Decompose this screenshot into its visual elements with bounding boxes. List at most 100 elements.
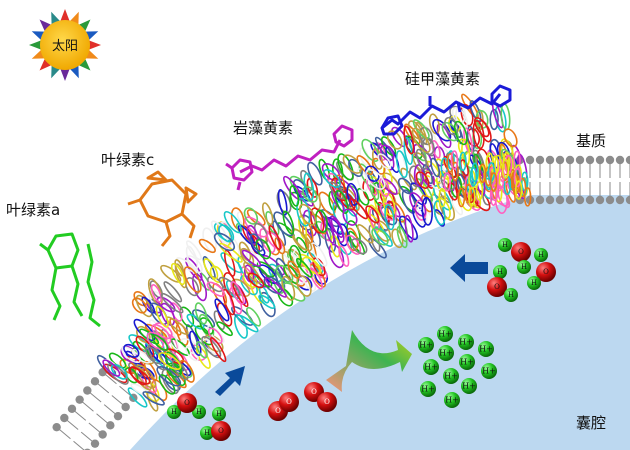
lipid-bilayer-stroma-side	[515, 155, 630, 205]
protein-helix	[246, 209, 266, 226]
lipid-head	[106, 421, 115, 430]
protein-helix	[131, 297, 148, 314]
protein-helix	[451, 107, 469, 129]
protein-helix	[365, 205, 380, 224]
protein-helix	[268, 225, 282, 251]
protein-helix	[131, 348, 151, 364]
protein-helix	[306, 177, 319, 198]
svg-text:H+: H+	[460, 358, 474, 367]
lipid-head	[121, 402, 130, 412]
svg-text:O: O	[494, 283, 500, 291]
proton: H+	[444, 392, 460, 408]
lipid-head	[535, 155, 545, 165]
svg-text:H: H	[204, 429, 210, 437]
protein-helix	[150, 284, 162, 303]
protein-helix	[371, 227, 389, 246]
protein-helix	[334, 189, 349, 214]
sun-ray	[60, 9, 70, 22]
protein-helix	[295, 257, 313, 278]
proton: H+	[418, 337, 434, 353]
protein-helix	[199, 317, 214, 335]
svg-text:H: H	[216, 410, 222, 418]
protein-helix	[170, 262, 186, 286]
svg-text:H: H	[531, 279, 537, 287]
lumen-region	[130, 195, 630, 450]
proton: H+	[459, 354, 475, 370]
lumen-label: 囊腔	[576, 414, 606, 432]
svg-text:H: H	[521, 263, 527, 271]
water-molecule: HOH	[527, 248, 556, 290]
protein-helix	[328, 181, 345, 200]
protein-helix	[377, 153, 392, 170]
protein-helix	[403, 125, 415, 155]
protein-helix	[183, 266, 202, 293]
protein-helix	[432, 118, 452, 142]
svg-text:O: O	[275, 407, 281, 415]
protein-helix	[342, 154, 362, 174]
proton: H+	[423, 359, 439, 375]
sun-ray	[60, 68, 70, 81]
protein-helix	[195, 341, 208, 359]
proton: H+	[478, 341, 494, 357]
protein-helix	[127, 387, 148, 408]
protein-helix	[129, 366, 147, 386]
protein-helix	[473, 153, 483, 175]
protein-helix	[169, 318, 182, 336]
protein-helix	[232, 282, 249, 308]
protein-helix	[213, 232, 236, 252]
lipid-head	[60, 413, 69, 423]
svg-text:H+: H+	[421, 385, 435, 394]
protein-helix	[107, 363, 129, 385]
protein-helix	[224, 249, 236, 277]
protein-helix	[216, 321, 233, 337]
protein-helix	[185, 240, 202, 261]
protein-helix	[243, 207, 259, 225]
svg-text:H+: H+	[462, 382, 476, 391]
water-molecule: HOH	[487, 265, 518, 302]
protein-helix	[345, 234, 362, 255]
protein-helix	[430, 157, 441, 178]
lipid-head	[605, 195, 615, 205]
protein-helix	[356, 155, 374, 176]
protein-helix	[310, 207, 325, 234]
protein-helix	[415, 171, 430, 189]
protein-helix	[356, 224, 374, 244]
protein-helix	[102, 359, 121, 377]
svg-text:O: O	[218, 427, 224, 435]
svg-text:H+: H+	[419, 341, 433, 350]
protein-helix	[179, 359, 195, 383]
protein-helix	[255, 238, 271, 260]
lipid-head	[67, 404, 77, 414]
protein-helix	[186, 255, 203, 274]
protein-helix	[161, 368, 180, 395]
protein-helix	[275, 264, 294, 283]
protein-helix	[277, 287, 294, 307]
protein-helix	[395, 150, 408, 179]
protein-helix	[413, 164, 424, 188]
protein-helix	[368, 237, 387, 259]
blue-arrow-left	[450, 254, 488, 282]
lipid-head	[595, 195, 605, 205]
svg-text:H+: H+	[438, 330, 452, 339]
protein-helix	[411, 127, 431, 153]
protein-helix	[433, 200, 446, 226]
lipid-head	[565, 195, 575, 205]
protein-helix	[206, 281, 225, 297]
protein-helix	[236, 314, 259, 333]
svg-text:H: H	[497, 268, 503, 276]
protein-helix	[145, 346, 163, 365]
sun-ray	[78, 58, 91, 71]
protein-helix	[421, 196, 433, 226]
protein-helix	[156, 366, 182, 387]
protein-helix	[453, 120, 468, 146]
chlorophyll-c-label: 叶绿素c	[101, 151, 154, 169]
protein-helix	[310, 242, 328, 267]
protein-helix	[301, 266, 317, 292]
protein-helix	[396, 225, 408, 249]
protein-helix	[246, 224, 259, 245]
proton: H+	[461, 378, 477, 394]
protein-helix	[241, 249, 262, 267]
protein-helix	[322, 169, 341, 188]
